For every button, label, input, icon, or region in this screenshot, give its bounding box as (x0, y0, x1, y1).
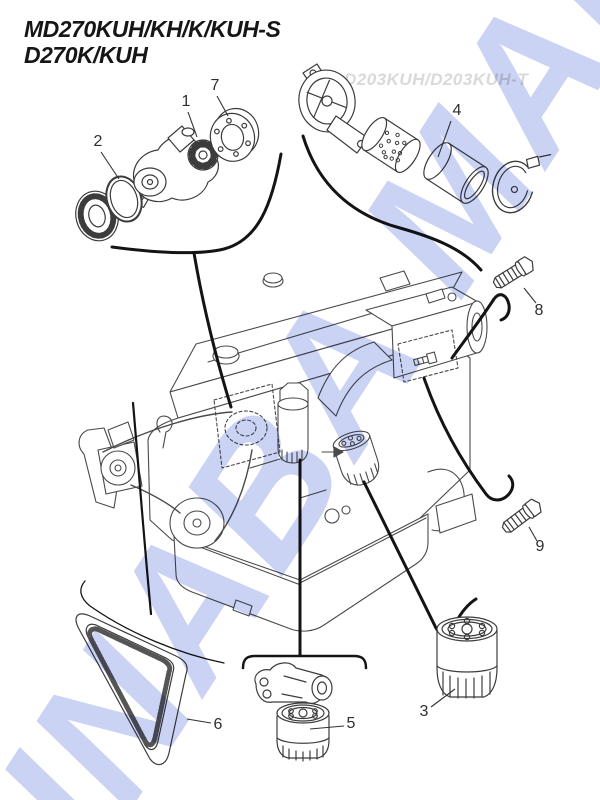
oil-filter-part (436, 616, 498, 699)
filter-canister-part (423, 142, 489, 204)
callout-4: 4 (452, 102, 462, 119)
callout-6: 6 (213, 716, 223, 733)
v-belt-part (75, 613, 188, 766)
arrow-icon (333, 446, 344, 458)
valve-cover (169, 270, 463, 419)
callout-9: 9 (535, 538, 545, 555)
filter-element-part (361, 116, 421, 174)
leader-belt-b (80, 580, 225, 664)
page-title-line1: MD270KUH/KH/K/KUH-S (24, 16, 281, 42)
callout-3: 3 (419, 703, 429, 720)
exploded-parts (75, 63, 552, 766)
oil-filter-on-engine (332, 430, 380, 486)
fuel-filter-part (276, 702, 330, 762)
oil-pan (173, 513, 429, 632)
exhaust-hose (317, 341, 393, 417)
filter-bracket-part (254, 662, 333, 704)
fuel-filter-on-engine (277, 382, 309, 464)
label-leaders (100, 95, 538, 730)
crank-pulley (169, 497, 225, 549)
leader-water-pump-down (192, 251, 233, 409)
leader-belt-a (131, 401, 153, 616)
page-title-line2: D270K/KUH (24, 42, 148, 68)
engine-mount-right (435, 493, 477, 534)
engine-illustration (78, 270, 488, 632)
leader-anode-9 (422, 376, 515, 502)
clamp-ring-part (491, 154, 552, 214)
dipstick (156, 415, 173, 449)
page-title: MD270KUH/KH/K/KUH-S D270K/KUH (24, 16, 281, 68)
pump-cover-part (209, 107, 260, 162)
leader-anode-8 (450, 293, 511, 360)
water-pump-location (213, 383, 281, 469)
anode-bolt-9-part (501, 498, 542, 533)
alternator (97, 421, 143, 495)
leader-lines (80, 134, 515, 670)
callout-5: 5 (346, 715, 356, 732)
leader-fuel-filter-bracket (241, 654, 368, 670)
callout-2: 2 (93, 133, 103, 150)
leader-water-pump-swoosh (110, 152, 283, 255)
impeller-part (187, 139, 219, 171)
leader-seawater-filter (301, 134, 483, 272)
filter-cap-part (298, 63, 369, 154)
belt-on-engine (102, 411, 253, 542)
anode-on-engine (413, 351, 438, 367)
callout-8: 8 (534, 302, 544, 319)
anode-bolt-8-part (492, 256, 534, 289)
heat-exchanger (365, 286, 488, 379)
model-code-watermark: D203KUH/D203KUH-T (344, 70, 529, 89)
anode-location (397, 329, 459, 383)
callout-7: 7 (210, 77, 220, 94)
callout-1: 1 (181, 93, 191, 110)
